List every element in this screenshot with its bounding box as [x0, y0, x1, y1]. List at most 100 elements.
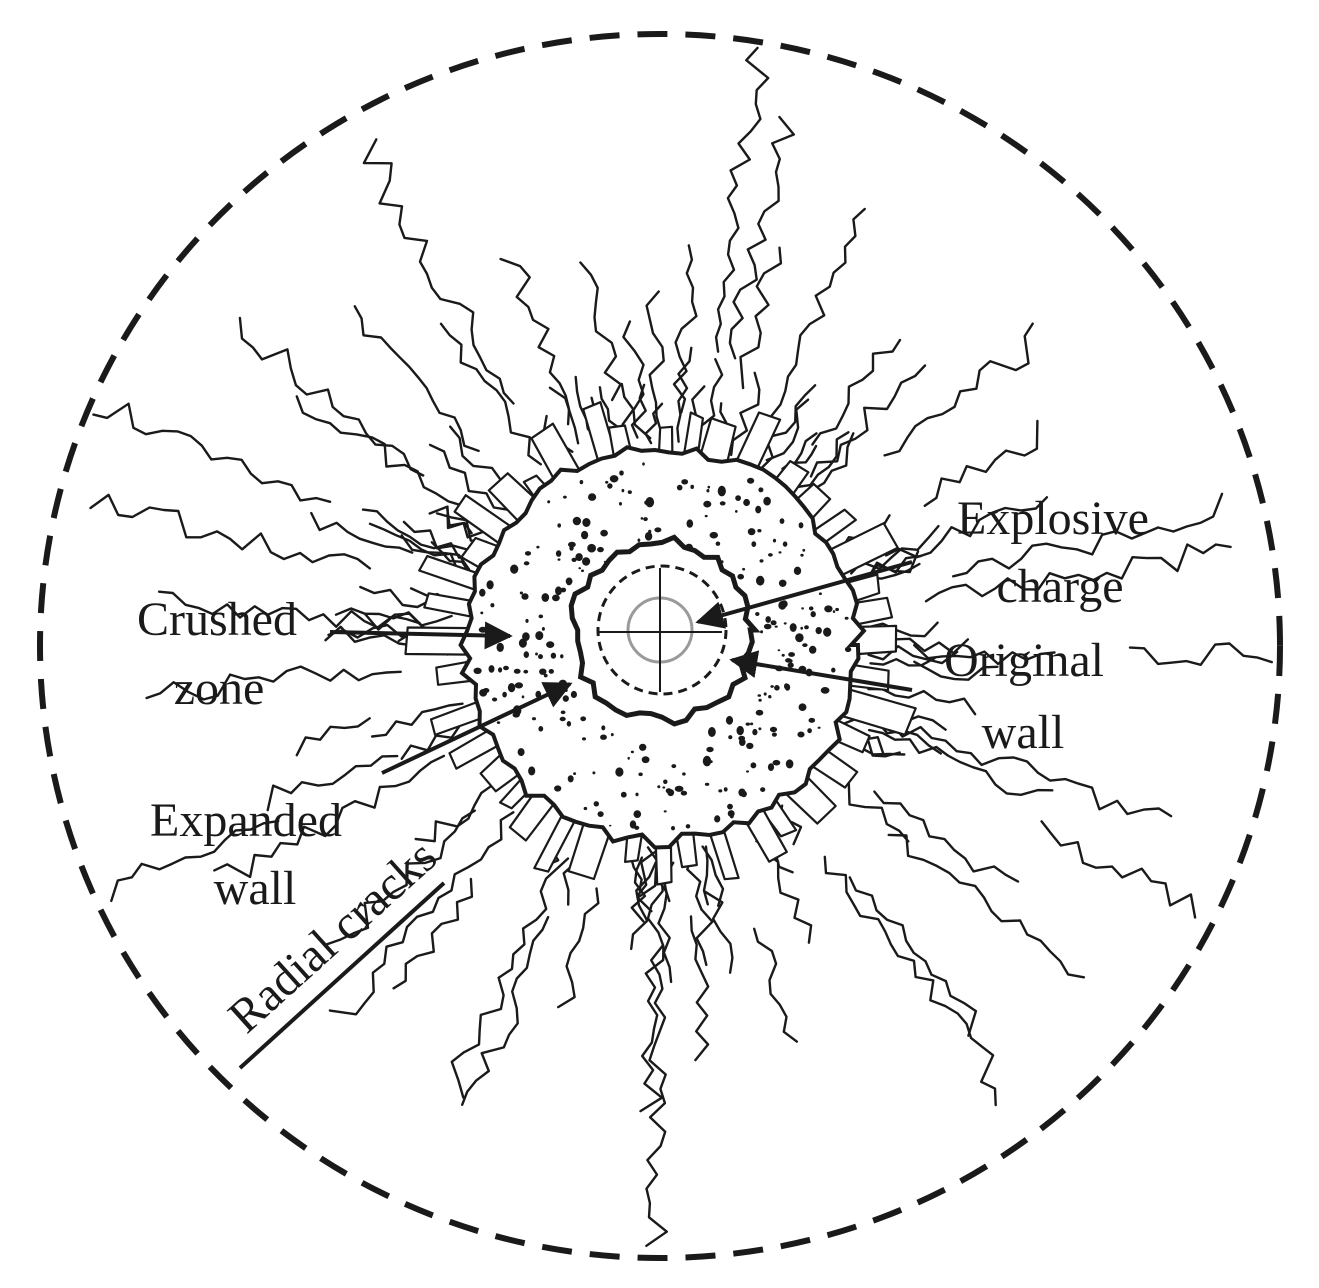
- original-wall-arrow: [729, 650, 913, 692]
- radial-crack: [353, 305, 480, 453]
- crush-particle: [638, 772, 643, 777]
- crush-particle: [676, 484, 683, 491]
- crush-particle: [736, 725, 744, 736]
- crush-particle: [620, 791, 627, 798]
- radial-crack: [686, 853, 714, 967]
- radial-crack: [548, 386, 580, 445]
- radial-crack: [823, 855, 997, 1107]
- crush-particle: [480, 611, 484, 615]
- crush-particle: [546, 641, 555, 648]
- crush-particle: [482, 688, 490, 693]
- crush-particle: [588, 493, 597, 501]
- crush-particle: [560, 587, 567, 593]
- radial-crack: [636, 850, 657, 897]
- radial-crack: [328, 811, 515, 1016]
- label-explosive-line1: Explosive: [957, 492, 1149, 545]
- crush-particle: [557, 558, 561, 561]
- crush-particle: [800, 553, 804, 557]
- crush-particle: [787, 662, 794, 668]
- crush-particle: [550, 652, 557, 659]
- radial-crack: [809, 364, 927, 478]
- crush-particle: [725, 715, 734, 725]
- label-expanded-line2: wall: [214, 862, 297, 915]
- radial-crack: [890, 722, 1173, 818]
- crush-particle: [570, 690, 578, 699]
- radial-crack: [923, 419, 1039, 507]
- crush-particle: [593, 801, 599, 807]
- crush-particle: [597, 546, 604, 553]
- radial-crack: [868, 621, 939, 638]
- crush-particle: [657, 785, 661, 789]
- crush-particle: [667, 789, 675, 797]
- crush-particle: [496, 721, 501, 724]
- radial-crack: [579, 261, 622, 402]
- radial-crack: [913, 660, 999, 681]
- crush-particle: [560, 710, 566, 715]
- crush-particle: [708, 727, 716, 737]
- radial-crack: [867, 687, 977, 716]
- crush-particle: [706, 746, 714, 753]
- radial-crack: [402, 520, 468, 551]
- crush-particle: [727, 803, 733, 810]
- crush-particle: [760, 630, 764, 634]
- crush-particle: [797, 731, 805, 738]
- crush-particle: [685, 824, 691, 829]
- crush-particle: [671, 826, 675, 831]
- radial-crack: [499, 257, 571, 426]
- crush-particle: [738, 788, 746, 797]
- crush-particle: [547, 500, 551, 504]
- crush-particle: [571, 557, 577, 563]
- radial-crack: [689, 915, 710, 1062]
- radial-crack: [887, 833, 1086, 979]
- radial-crack: [238, 316, 425, 477]
- radial-crack: [761, 384, 817, 469]
- crush-particle: [709, 531, 718, 539]
- radial-crack: [811, 338, 902, 446]
- radial-crack: [428, 443, 513, 512]
- crush-particle: [778, 551, 782, 554]
- crush-particle: [535, 652, 538, 656]
- crush-particle: [523, 669, 529, 674]
- crush-particle: [498, 667, 503, 673]
- crush-particle: [517, 748, 525, 757]
- crush-particle: [750, 762, 757, 769]
- crush-particle: [727, 810, 735, 817]
- radial-crack: [1128, 642, 1273, 666]
- crush-particle: [633, 810, 642, 818]
- crush-particle: [795, 633, 804, 643]
- crush-particle: [704, 782, 710, 786]
- crush-particle: [671, 764, 677, 769]
- crush-particle: [717, 485, 726, 497]
- radial-crack: [92, 402, 332, 503]
- crush-particle: [774, 685, 780, 691]
- crush-particle: [752, 728, 758, 736]
- radial-crack: [702, 845, 709, 906]
- radial-crack: [703, 890, 734, 974]
- crush-particle: [772, 759, 781, 766]
- crush-particle: [763, 692, 767, 696]
- crush-particle: [770, 620, 777, 626]
- crush-particle: [538, 614, 544, 619]
- crush-particle: [763, 623, 772, 630]
- radial-crack: [701, 845, 725, 907]
- crush-particle: [639, 743, 647, 751]
- crush-particle: [774, 625, 778, 628]
- crush-particle: [637, 538, 641, 542]
- crush-particle: [607, 483, 613, 489]
- crush-particle: [800, 626, 803, 630]
- crush-particle: [783, 622, 787, 625]
- crush-particle: [723, 787, 728, 792]
- crush-particle: [815, 627, 822, 635]
- crush-particle: [535, 631, 544, 641]
- radial-crack: [913, 644, 1056, 666]
- crush-particle: [478, 626, 488, 633]
- crush-particle: [798, 703, 807, 711]
- label-expanded-line1: Expanded: [150, 794, 342, 847]
- crush-particle: [763, 496, 771, 506]
- crush-particle: [539, 668, 547, 675]
- crush-particle: [793, 566, 802, 575]
- crush-particle: [562, 695, 569, 702]
- crush-particle: [581, 569, 584, 573]
- radial-crack: [324, 809, 476, 947]
